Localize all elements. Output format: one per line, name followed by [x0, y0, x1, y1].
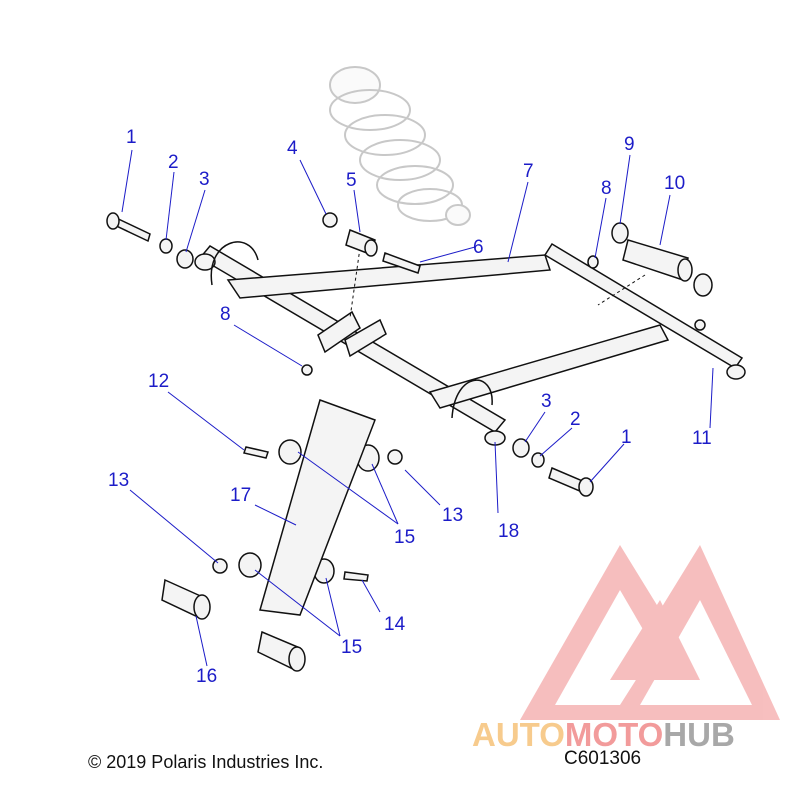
- bushing-bottom-left: [161, 578, 211, 620]
- grease-fitting-left: [301, 364, 313, 376]
- bushing-top: [345, 228, 378, 257]
- grease-fitting-right: [587, 255, 599, 269]
- callout-14: 14: [384, 614, 406, 635]
- link-washer-3: [238, 552, 262, 578]
- bolt-left: [106, 212, 151, 243]
- copyright-text: © 2019 Polaris Industries Inc.: [88, 752, 324, 772]
- washer-large-right: [512, 438, 530, 458]
- washer-large-left: [176, 249, 194, 269]
- link-bar: [259, 399, 376, 616]
- washer-right: [693, 273, 713, 297]
- bolt-top: [382, 252, 421, 274]
- shock-absorber-spring: [329, 66, 471, 226]
- callout-9: 9: [624, 134, 635, 155]
- callout-16: 16: [196, 666, 218, 687]
- grease-fitting-mid: [694, 319, 706, 331]
- callout-7: 7: [523, 161, 534, 182]
- callout-8-right: 8: [601, 178, 612, 199]
- a-arm: [194, 241, 746, 446]
- callout-5: 5: [346, 170, 357, 191]
- callout-17: 17: [230, 485, 252, 506]
- link-washer-1: [278, 439, 302, 465]
- callout-15-top: 15: [394, 527, 416, 548]
- bushing-bottom: [257, 630, 306, 672]
- leader-lines: [121, 149, 714, 667]
- callout-12: 12: [148, 371, 170, 392]
- washer-small-left: [159, 238, 173, 254]
- nut-top: [322, 212, 338, 228]
- link-bolt-top: [243, 446, 269, 459]
- callout-8-left: 8: [220, 304, 231, 325]
- link-bolt-bottom: [343, 571, 369, 582]
- callout-2-right: 2: [570, 409, 581, 430]
- callout-13-right: 13: [442, 505, 464, 526]
- callout-18: 18: [498, 521, 520, 542]
- callout-1: 1: [126, 127, 137, 148]
- callout-4: 4: [287, 138, 298, 159]
- callout-3-right: 3: [541, 391, 552, 412]
- callout-13-left: 13: [108, 470, 130, 491]
- bushing-right: [622, 239, 693, 282]
- callout-15-bottom: 15: [341, 637, 363, 658]
- callout-6: 6: [473, 237, 484, 258]
- watermark-text: AUTOMOTOHUB: [472, 716, 735, 753]
- washer-right-top: [611, 222, 629, 244]
- bolt-right: [548, 466, 594, 497]
- link-nut-1: [387, 449, 403, 465]
- callout-3: 3: [199, 169, 210, 190]
- callout-1-right: 1: [621, 427, 632, 448]
- watermark-logo-icon: [520, 545, 780, 720]
- link-nut-2: [212, 558, 228, 574]
- diagram-code: C601306: [564, 748, 642, 769]
- callout-2: 2: [168, 152, 179, 173]
- callout-11: 11: [692, 428, 712, 449]
- washer-small-right: [531, 452, 545, 468]
- callout-10: 10: [664, 173, 686, 194]
